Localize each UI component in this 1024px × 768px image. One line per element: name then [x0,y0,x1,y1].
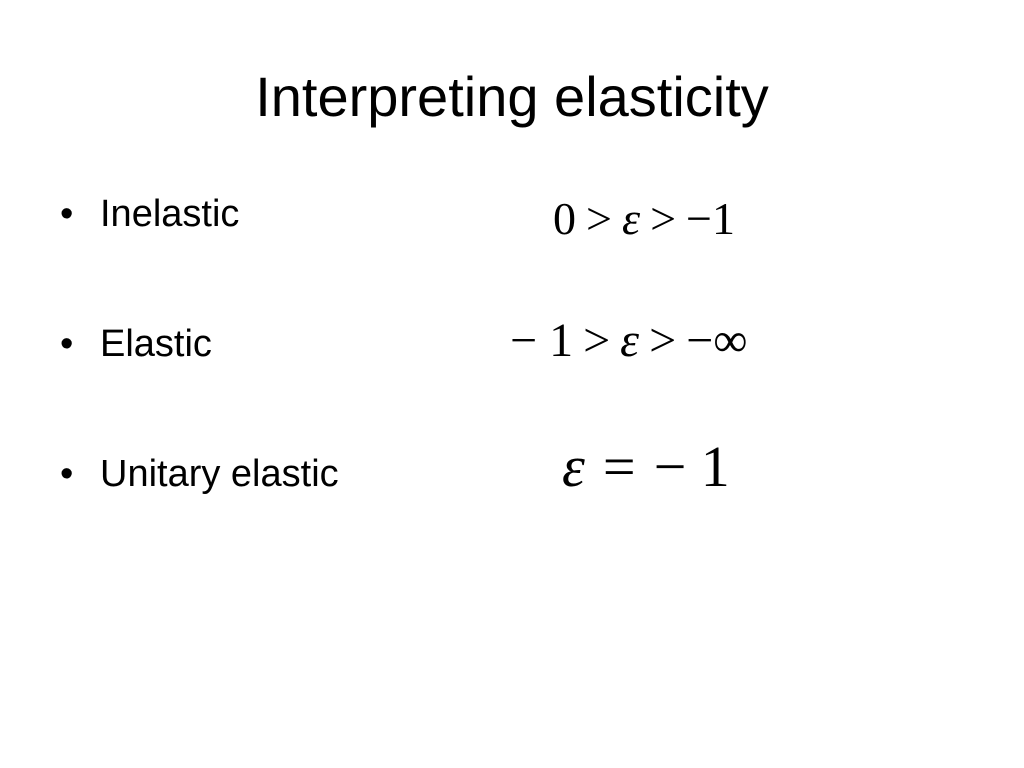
bullet-glyph: • [60,193,74,235]
bullet-item-inelastic: • Inelastic [60,191,239,237]
formula-epsilon: ε [562,434,585,499]
formula-unitary-elastic: ε=− 1 [562,438,730,496]
bullet-label: Inelastic [100,193,240,235]
formula-right-value: −∞ [686,314,748,367]
bullet-glyph: • [60,323,74,365]
formula-relation: > [586,193,612,244]
formula-left-value: 0 [553,193,576,244]
formula-right-value: − 1 [653,434,730,499]
formula-relation: > [583,314,611,367]
bullet-glyph: • [60,453,74,495]
bullet-label: Elastic [100,323,212,365]
formula-epsilon: ε [620,314,640,367]
formula-relation: > [649,314,677,367]
bullet-item-elastic: • Elastic [60,321,212,367]
bullet-item-unitary-elastic: • Unitary elastic [60,451,339,497]
formula-elastic: − 1>ε>−∞ [510,317,747,365]
formula-equals: = [602,434,636,499]
formula-left-value: − 1 [510,314,574,367]
slide-title: Interpreting elasticity [255,65,769,128]
bullet-label: Unitary elastic [100,453,339,495]
formula-relation: > [650,193,677,244]
formula-epsilon: ε [621,193,641,244]
formula-right-value: −1 [686,193,735,244]
formula-inelastic: 0>ε>−1 [553,196,735,242]
